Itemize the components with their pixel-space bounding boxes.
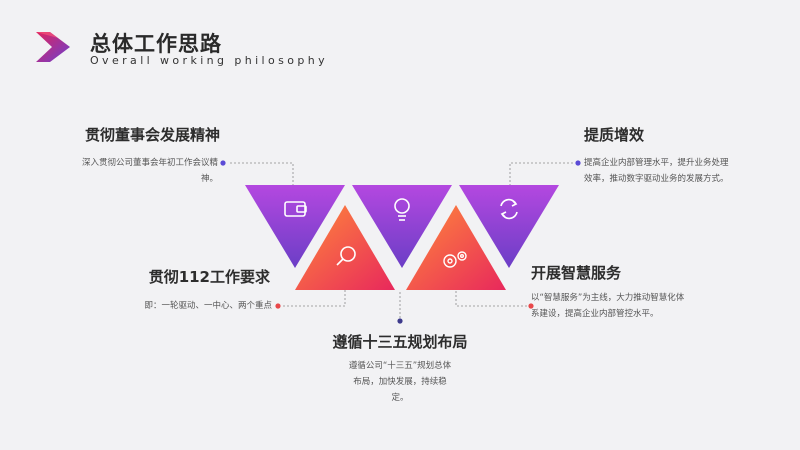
wallet-icon xyxy=(284,201,307,217)
item-desc-develop-spirit: 深入贯彻公司董事会年初工作会议精神。 xyxy=(81,158,218,184)
item-desc-smart-service: 以“智慧服务”为主线，大力推动智慧化体系建设，提高企业内部管控水平。 xyxy=(531,293,685,319)
lightbulb-icon xyxy=(394,198,410,221)
item-heading-develop-spirit: 贯彻董事会发展精神 xyxy=(84,126,220,144)
item-heading-smart-service: 开展智慧服务 xyxy=(531,264,622,282)
connector-dot xyxy=(397,318,403,324)
triangle-purple-3 xyxy=(459,185,559,268)
item-heading-quality: 提质增效 xyxy=(584,126,645,144)
refresh-icon xyxy=(500,198,518,220)
item-desc-112: 即：一轮驱动、一中心、两个重点 xyxy=(144,301,272,311)
gears-icon xyxy=(443,251,467,268)
connector-dot xyxy=(575,160,581,166)
item-heading-13th-plan: 遵循十三五规划布局 xyxy=(332,333,468,351)
page-title: 总体工作思路 xyxy=(90,32,222,56)
connector-lines xyxy=(228,162,575,318)
triangle-purple-2 xyxy=(352,185,452,268)
item-desc-quality: 提高企业内部管理水平，提升业务处理效率，推动数字驱动业务的发展方式。 xyxy=(584,158,729,184)
search-icon xyxy=(336,246,356,266)
page-subtitle: Overall working philosophy xyxy=(90,54,329,67)
connector-dot xyxy=(275,303,281,309)
triangle-orange-2 xyxy=(406,205,506,290)
item-heading-112: 贯彻112工作要求 xyxy=(148,268,270,286)
connector-dot xyxy=(220,160,226,166)
item-desc-13th-plan: 遵循公司“十三五”规划总体布局，加快发展，持续稳定。 xyxy=(348,361,452,403)
triangle-purple-1 xyxy=(245,185,345,268)
chevron-logo-icon xyxy=(36,32,70,62)
connector-dot xyxy=(528,303,534,309)
